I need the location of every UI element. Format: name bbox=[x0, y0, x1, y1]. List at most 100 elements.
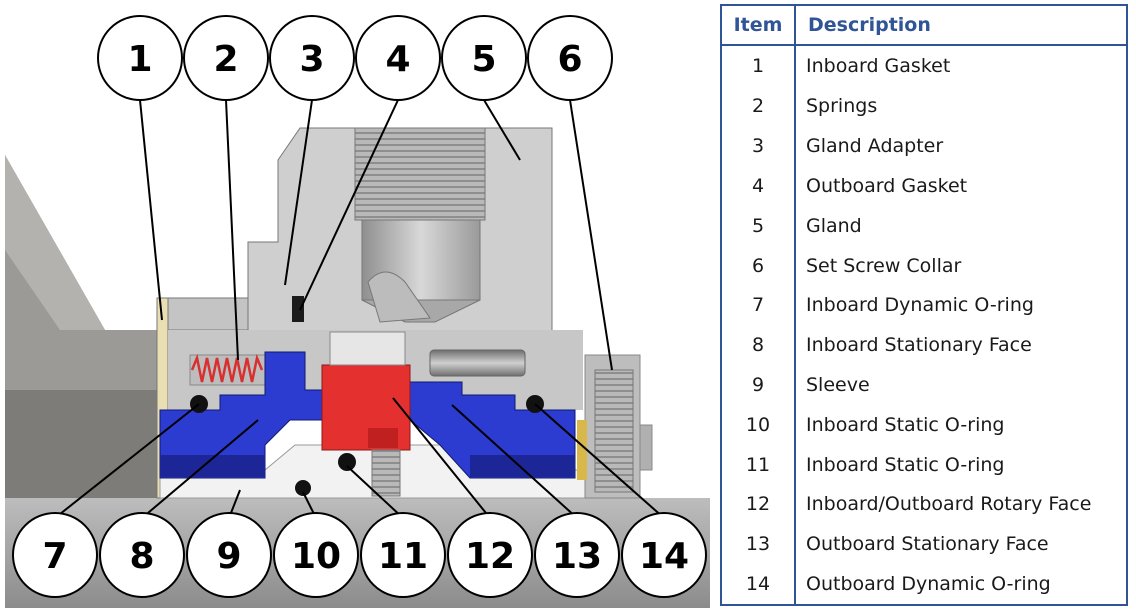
legend-row: 3 Gland Adapter bbox=[722, 126, 1126, 167]
legend-item-number: 7 bbox=[722, 285, 796, 326]
callout-number: 8 bbox=[129, 536, 154, 577]
callout-circle bbox=[447, 512, 533, 598]
leader-8 bbox=[141, 419, 259, 519]
callout-circle bbox=[12, 512, 98, 598]
leader-2 bbox=[225, 99, 239, 361]
set-screw bbox=[594, 369, 634, 493]
housing-lower bbox=[5, 390, 160, 498]
callout-13: 13 bbox=[534, 512, 620, 598]
drive-pin bbox=[429, 349, 526, 377]
legend-item-number: 10 bbox=[722, 404, 796, 445]
callout-circle bbox=[360, 512, 446, 598]
rotary-face-top bbox=[329, 331, 406, 366]
gland-vane bbox=[367, 271, 431, 323]
callout-circle bbox=[621, 512, 707, 598]
callout-2: 2 bbox=[183, 15, 269, 101]
oring-static-10 bbox=[295, 480, 311, 496]
leader-14 bbox=[534, 403, 665, 519]
callout-circle bbox=[355, 15, 441, 101]
callout-circle bbox=[97, 15, 183, 101]
sleeve-screw bbox=[371, 449, 401, 497]
callout-3: 3 bbox=[269, 15, 355, 101]
callout-circle bbox=[186, 512, 272, 598]
callout-circle bbox=[273, 512, 359, 598]
legend-item-number: 12 bbox=[722, 484, 796, 525]
callout-number: 7 bbox=[42, 536, 67, 577]
callout-1: 1 bbox=[97, 15, 183, 101]
leader-7 bbox=[54, 403, 200, 519]
legend-row: 5 Gland bbox=[722, 205, 1126, 246]
leader-3 bbox=[284, 99, 313, 286]
legend-item-number: 5 bbox=[722, 205, 796, 246]
callout-number: 13 bbox=[552, 536, 602, 577]
callout-14: 14 bbox=[621, 512, 707, 598]
legend-item-number: 6 bbox=[722, 245, 796, 286]
legend-item-number: 2 bbox=[722, 86, 796, 127]
collar-brass bbox=[577, 420, 587, 480]
callout-number: 3 bbox=[299, 39, 324, 80]
legend-row: 2 Springs bbox=[722, 86, 1126, 127]
rotary-face-slot bbox=[368, 428, 398, 448]
legend-item-number: 13 bbox=[722, 524, 796, 565]
legend-item-description: Outboard Stationary Face bbox=[806, 533, 1049, 556]
legend-item-description: Inboard Stationary Face bbox=[806, 334, 1032, 357]
legend-row: 10 Inboard Static O-ring bbox=[722, 404, 1126, 445]
legend-row: 13 Outboard Stationary Face bbox=[722, 524, 1126, 565]
legend-table: Item Description 1 Inboard Gasket 2 Springs… bbox=[722, 6, 1126, 604]
legend-item-description: Outboard Dynamic O-ring bbox=[806, 573, 1051, 596]
callout-4: 4 bbox=[355, 15, 441, 101]
gland-thread-bore bbox=[354, 127, 486, 221]
leader-13 bbox=[451, 404, 578, 519]
legend-item-number: 4 bbox=[722, 166, 796, 206]
leader-11 bbox=[346, 465, 404, 519]
legend-row: 11 Inboard Static O-ring bbox=[722, 444, 1126, 485]
legend-row: 8 Inboard Stationary Face bbox=[722, 325, 1126, 366]
legend-item-number: 14 bbox=[722, 564, 796, 604]
legend-item-description: Inboard Static O-ring bbox=[806, 453, 1005, 476]
leader-6 bbox=[569, 99, 613, 371]
callout-number: 1 bbox=[127, 39, 152, 80]
legend-item-number: 11 bbox=[722, 444, 796, 485]
callout-number: 6 bbox=[557, 39, 582, 80]
callout-6: 6 bbox=[527, 15, 613, 101]
legend-item-number: 9 bbox=[722, 365, 796, 405]
housing-bevel bbox=[5, 155, 105, 330]
legend-item-number: 8 bbox=[722, 325, 796, 366]
collar-flange bbox=[639, 424, 653, 471]
legend-header-row: Item Description bbox=[722, 6, 1126, 46]
legend-item-description: Set Screw Collar bbox=[806, 254, 962, 277]
legend-item-description: Springs bbox=[806, 95, 878, 118]
legend-item-description: Inboard Static O-ring bbox=[806, 413, 1005, 436]
outboard-gasket-shape bbox=[292, 296, 304, 322]
callout-number: 9 bbox=[216, 536, 241, 577]
oring-static-11 bbox=[338, 453, 356, 471]
legend-row: 12 Inboard/Outboard Rotary Face bbox=[722, 484, 1126, 525]
legend-item-description: Inboard/Outboard Rotary Face bbox=[806, 493, 1092, 516]
legend-item-description: Gland Adapter bbox=[806, 135, 944, 158]
pump-housing bbox=[5, 155, 160, 498]
callout-10: 10 bbox=[273, 512, 359, 598]
set-screw-collar-shape bbox=[577, 354, 653, 499]
legend-row: 6 Set Screw Collar bbox=[722, 245, 1126, 286]
legend-item-number: 1 bbox=[722, 45, 796, 87]
outboard-stationary-face-shape bbox=[409, 381, 576, 479]
legend-item-description: Sleeve bbox=[806, 374, 870, 397]
callout-circle bbox=[441, 15, 527, 101]
callout-9: 9 bbox=[186, 512, 272, 598]
legend-row: 9 Sleeve bbox=[722, 365, 1126, 405]
callout-number: 10 bbox=[291, 536, 341, 577]
legend-header-item: Item bbox=[722, 6, 796, 46]
callout-number: 11 bbox=[378, 536, 428, 577]
callout-8: 8 bbox=[99, 512, 185, 598]
callout-circle bbox=[534, 512, 620, 598]
springs-shape bbox=[189, 353, 266, 386]
legend-item-description: Inboard Gasket bbox=[806, 55, 951, 78]
leader-12 bbox=[392, 397, 491, 519]
legend-item-description: Gland bbox=[806, 214, 862, 237]
legend-item-number: 3 bbox=[722, 126, 796, 167]
callout-number: 12 bbox=[465, 536, 515, 577]
